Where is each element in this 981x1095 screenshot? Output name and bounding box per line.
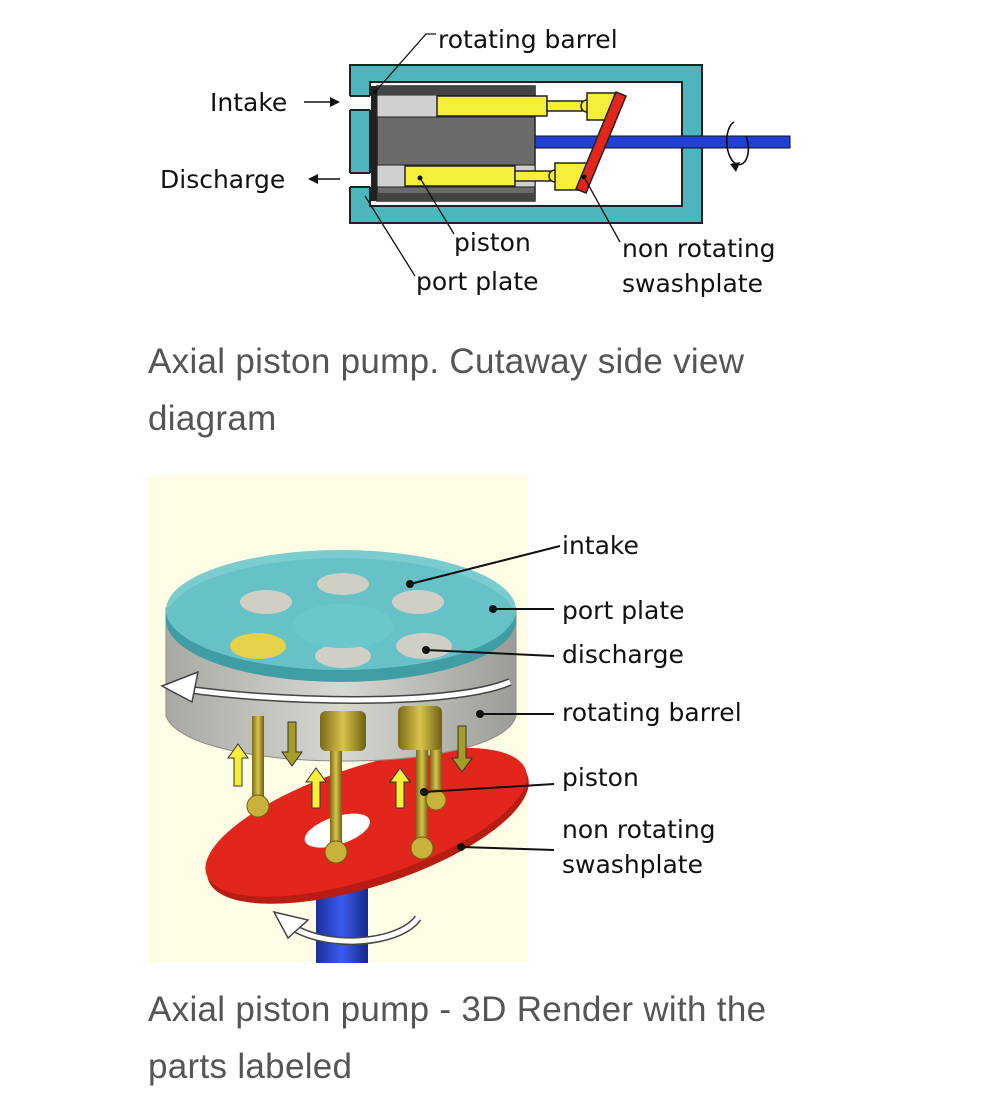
pistons-3d [246, 706, 447, 864]
caption-cutaway: Axial piston pump. Cutaway side view dia… [148, 342, 745, 438]
port-plate-1 [371, 86, 377, 201]
label-swashplate-2b: swashplate [562, 850, 703, 879]
drive-shaft [529, 135, 791, 149]
label-swashplate-1a: non rotating [622, 234, 776, 263]
render-diagram: intake port plate discharge rotating bar… [148, 476, 788, 968]
label-port-plate-1: port plate [416, 267, 539, 296]
label-piston-2: piston [562, 763, 639, 792]
label-intake-2: intake [562, 531, 639, 560]
label-rotating-barrel-2: rotating barrel [562, 698, 742, 727]
swashplate-1 [575, 91, 627, 194]
label-swashplate-1b: swashplate [622, 269, 763, 298]
label-discharge-2: discharge [562, 640, 684, 669]
piston-top [436, 95, 548, 117]
label-rotating-barrel-1: rotating barrel [438, 25, 618, 54]
label-intake-1: Intake [210, 88, 287, 117]
label-swashplate-2a: non rotating [562, 815, 716, 844]
cutaway-diagram: rotating barrel Intake Discharge piston … [150, 20, 810, 310]
caption-3d-render: Axial piston pump - 3D Render with the p… [148, 990, 767, 1086]
label-port-plate-2: port plate [562, 596, 685, 625]
label-discharge-1: Discharge [160, 165, 285, 194]
label-piston-1: piston [454, 228, 531, 257]
motion-arrows [227, 743, 411, 809]
